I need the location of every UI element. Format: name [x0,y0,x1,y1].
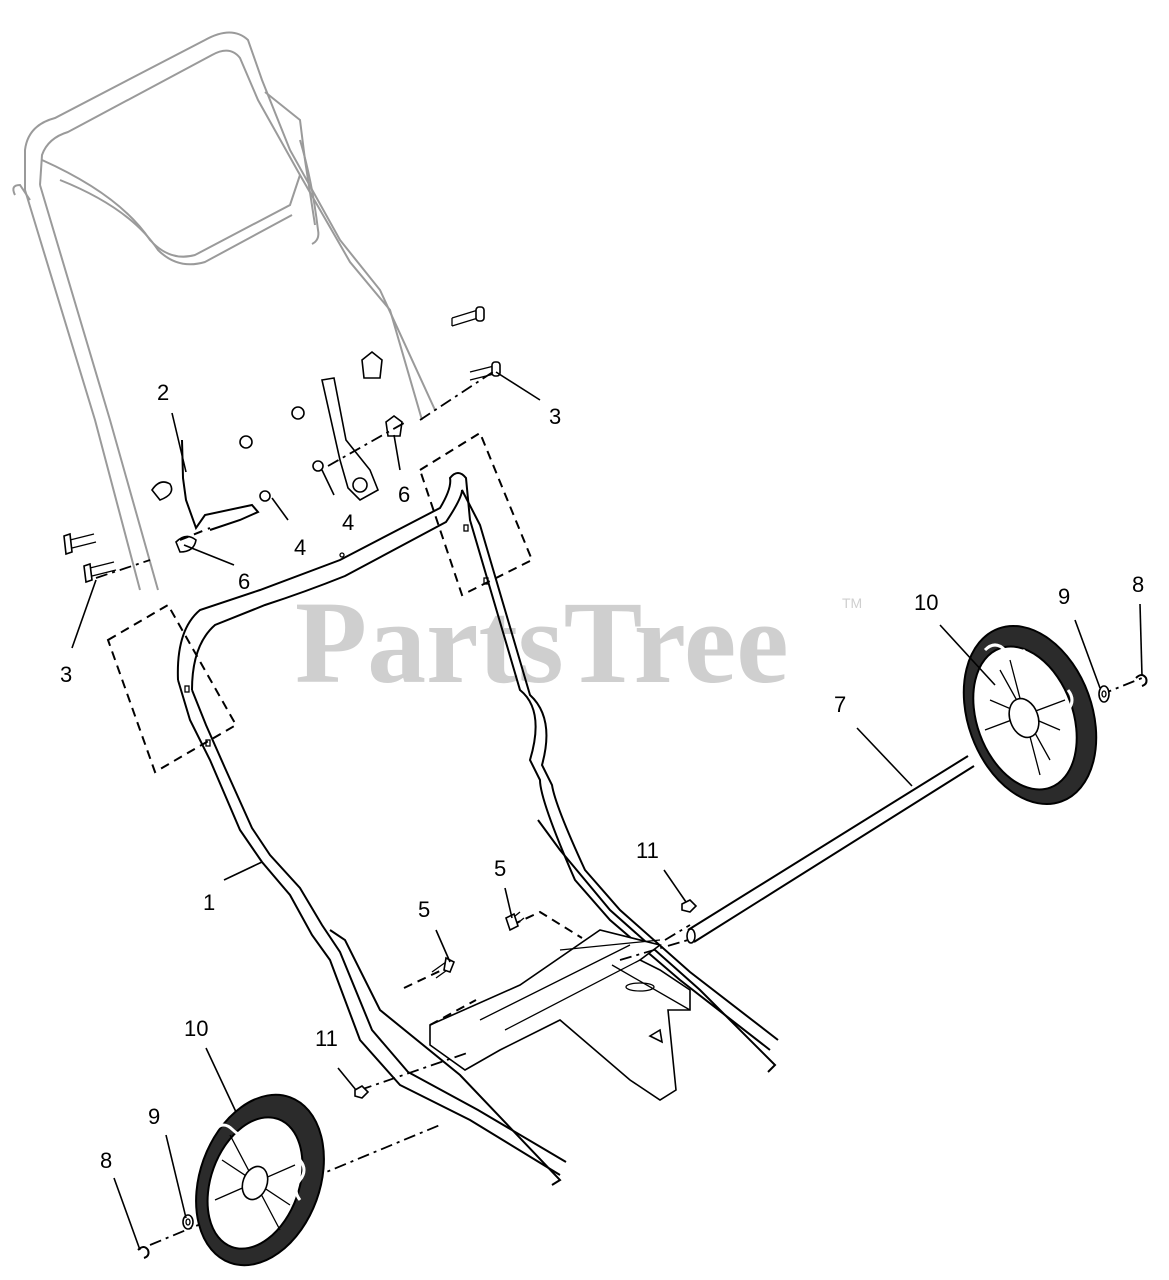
wheel-right [962,624,1098,806]
callout-6-left: 6 [238,569,250,594]
callout-labels: 1 2 3 3 4 4 5 5 6 6 7 8 8 9 9 10 10 11 1… [60,380,1144,1173]
deck-bracket [429,929,691,1101]
callout-6-right: 6 [398,482,410,507]
upper-handle [12,31,436,591]
watermark-trademark: TM [842,595,862,611]
watermark-text: PartsTree [295,577,789,708]
detail-boxes [106,431,534,774]
assembly-lines-upper [95,369,497,579]
left-washer-clip [137,1214,194,1259]
hardware-lower [354,899,698,1099]
callout-5-right: 5 [494,856,506,881]
callout-1: 1 [203,890,215,915]
callout-10-left: 10 [184,1016,208,1041]
callout-2: 2 [157,380,169,405]
callout-5-left: 5 [418,897,430,922]
callout-4-right: 4 [342,510,354,535]
callout-8-left: 8 [100,1148,112,1173]
callout-7: 7 [834,692,846,717]
callout-11-right: 11 [636,838,659,863]
callout-11-left: 11 [315,1026,338,1051]
watermark: PartsTree TM [295,577,862,708]
lower-handle-frame [176,472,779,1186]
leader-lines [71,371,1143,1251]
axle [686,755,975,944]
callout-3-right: 3 [549,404,561,429]
wheel-left [195,1093,325,1267]
callout-9-right: 9 [1058,584,1070,609]
right-washer-clip [1098,674,1148,703]
callout-10-right: 10 [914,590,938,615]
callout-4-left: 4 [294,535,306,560]
callout-3-left: 3 [60,662,72,687]
callout-9-left: 9 [148,1104,160,1129]
hardware-upper [63,306,501,584]
callout-8-right: 8 [1132,572,1144,597]
